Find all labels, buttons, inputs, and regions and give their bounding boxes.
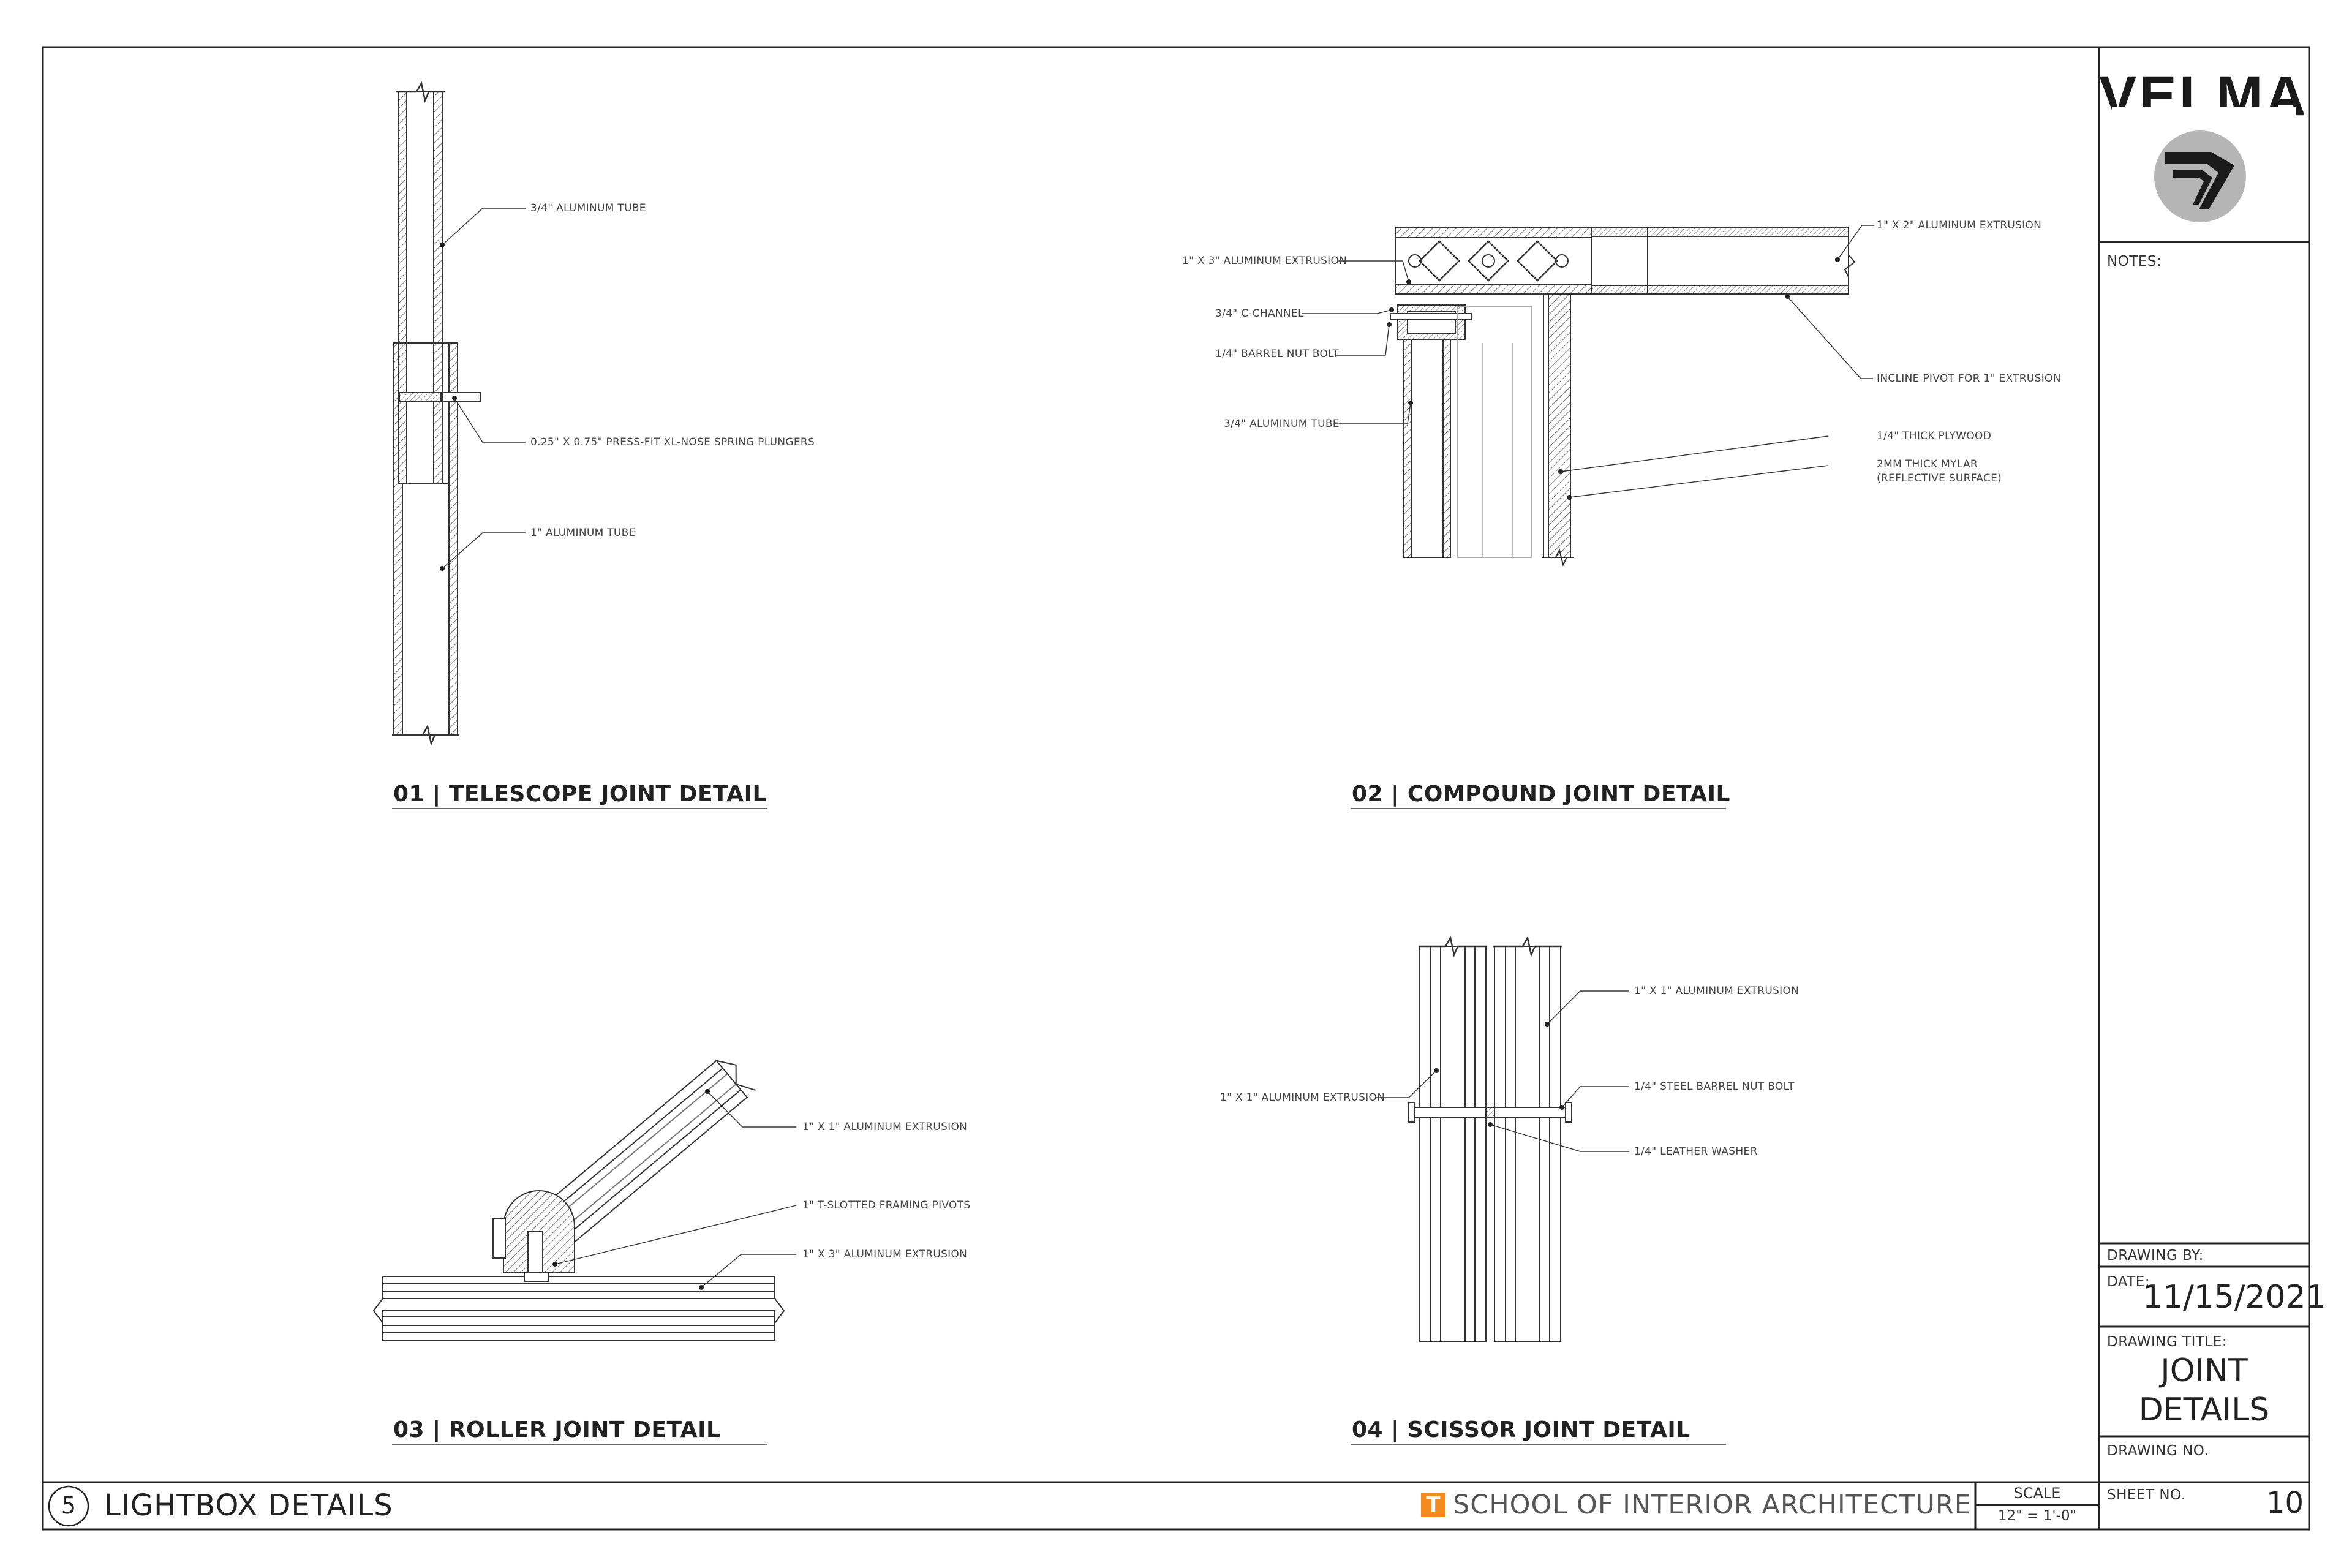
- detail-01-telescope: [392, 81, 767, 809]
- label-three-quarter-aluminum-tube: 3/4" ALUMINUM TUBE: [530, 202, 646, 214]
- drawing-title-label: DRAWING TITLE:: [2107, 1334, 2228, 1350]
- scale-value: 12" = 1'-0": [1997, 1508, 2077, 1524]
- sheet-no-label: SHEET NO.: [2107, 1487, 2186, 1503]
- velma-logo: VELMA: [2099, 65, 2306, 222]
- label-spring-plungers: 0.25" X 0.75" PRESS-FIT XL-NOSE SPRING P…: [530, 436, 815, 448]
- school-name: SCHOOL OF INTERIOR ARCHITECTURE: [1453, 1490, 1972, 1520]
- detail-01-title: 01 | TELESCOPE JOINT DETAIL: [393, 782, 767, 807]
- sheet-border: [42, 46, 2310, 1531]
- detail-03-title: 03 | ROLLER JOINT DETAIL: [393, 1417, 721, 1442]
- label-barrel-nut-bolt: 1/4" BARREL NUT BOLT: [1215, 348, 1340, 360]
- label-1x3-aluminum-extrusion: 1" X 3" ALUMINUM EXTRUSION: [1182, 255, 1348, 267]
- sheet-number-circle: [48, 1485, 89, 1527]
- label-t-slotted-pivots: 1" T-SLOTTED FRAMING PIVOTS: [802, 1199, 971, 1212]
- label-leather-washer: 1/4" LEATHER WASHER: [1634, 1145, 1758, 1158]
- drawing-title-line2: DETAILS: [2138, 1392, 2270, 1428]
- school-logo-letter: T: [1426, 1493, 1441, 1517]
- sheet-number: 5: [61, 1492, 77, 1519]
- drawing-by-label: DRAWING BY:: [2107, 1248, 2204, 1264]
- label-one-inch-aluminum-tube: 1" ALUMINUM TUBE: [530, 527, 636, 539]
- label-c-channel: 3/4" C-CHANNEL: [1215, 307, 1304, 320]
- label-mylar: 2MM THICK MYLAR: [1877, 458, 1978, 470]
- detail-03-roller: [372, 1060, 797, 1445]
- velma-chevron-icon: [2154, 130, 2246, 222]
- date-value: 11/15/2021: [2143, 1279, 2326, 1316]
- detail-02-compound: [1302, 225, 1874, 809]
- drawing-no-label: DRAWING NO.: [2107, 1443, 2209, 1459]
- label-1x1-aluminum-extrusion-left: 1" X 1" ALUMINUM EXTRUSION: [1220, 1091, 1385, 1104]
- sheet-title: LIGHTBOX DETAILS: [104, 1488, 393, 1523]
- label-1x2-aluminum-extrusion: 1" X 2" ALUMINUM EXTRUSION: [1877, 219, 2042, 232]
- school-t-logo-icon: [1421, 1493, 1446, 1517]
- label-mylar-note: (REFLECTIVE SURFACE): [1877, 472, 2002, 484]
- detail-04-scissor: [1351, 935, 1726, 1445]
- sheet-no-value: 10: [2266, 1486, 2304, 1520]
- label-1x1-aluminum-extrusion: 1" X 1" ALUMINUM EXTRUSION: [802, 1121, 968, 1133]
- date-label: DATE:: [2107, 1274, 2150, 1290]
- detail-04-title: 04 | SCISSOR JOINT DETAIL: [1352, 1417, 1691, 1442]
- scale-label: SCALE: [2013, 1485, 2061, 1502]
- label-steel-barrel-nut-bolt: 1/4" STEEL BARREL NUT BOLT: [1634, 1080, 1795, 1093]
- label-1x3-aluminum-extrusion: 1" X 3" ALUMINUM EXTRUSION: [802, 1248, 968, 1261]
- label-three-quarter-aluminum-tube: 3/4" ALUMINUM TUBE: [1224, 418, 1340, 430]
- notes-label: NOTES:: [2107, 254, 2162, 270]
- titleblock-dividers: [1974, 241, 2309, 1529]
- label-1x1-aluminum-extrusion-right: 1" X 1" ALUMINUM EXTRUSION: [1634, 985, 1800, 997]
- detail-02-title: 02 | COMPOUND JOINT DETAIL: [1352, 782, 1730, 807]
- label-incline-pivot: INCLINE PIVOT FOR 1" EXTRUSION: [1877, 372, 2061, 385]
- label-plywood: 1/4" THICK PLYWOOD: [1877, 430, 1992, 442]
- drawing-title-line1: JOINT: [2160, 1352, 2248, 1389]
